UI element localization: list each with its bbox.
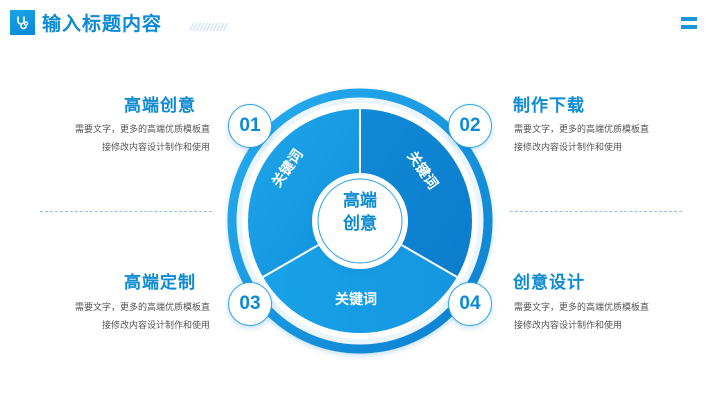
step-number-02: 02 bbox=[448, 104, 492, 148]
item-title-04: 创意设计 bbox=[513, 273, 585, 293]
item-title-01: 高端创意 bbox=[124, 96, 196, 116]
item-desc-01: 需要文字，更多的高端优质模板直 接修改内容设计制作和使用 bbox=[40, 121, 210, 157]
item-desc-04: 需要文字，更多的高端优质模板直 接修改内容设计制作和使用 bbox=[514, 299, 684, 335]
left-divider bbox=[40, 211, 212, 212]
center-label-line2: 创意 bbox=[343, 214, 377, 234]
right-divider bbox=[510, 211, 682, 212]
stethoscope-icon bbox=[16, 15, 28, 29]
item-desc-03-line2: 接修改内容设计制作和使用 bbox=[101, 321, 210, 331]
page-title: 输入标题内容 bbox=[42, 13, 163, 35]
item-desc-01-line2: 接修改内容设计制作和使用 bbox=[101, 143, 210, 153]
item-title-02: 制作下载 bbox=[513, 96, 585, 116]
step-number-03: 03 bbox=[228, 282, 272, 326]
step-number-04: 04 bbox=[448, 282, 492, 326]
item-desc-02: 需要文字，更多的高端优质模板直 接修改内容设计制作和使用 bbox=[514, 121, 684, 157]
item-title-03: 高端定制 bbox=[124, 273, 196, 293]
cycle-diagram bbox=[227, 88, 493, 354]
item-desc-03-line1: 需要文字，更多的高端优质模板直 bbox=[74, 303, 210, 313]
item-desc-04-line2: 接修改内容设计制作和使用 bbox=[514, 321, 623, 331]
item-desc-03: 需要文字，更多的高端优质模板直 接修改内容设计制作和使用 bbox=[40, 299, 210, 335]
header-icon-box bbox=[10, 10, 35, 35]
item-desc-04-line1: 需要文字，更多的高端优质模板直 bbox=[514, 303, 650, 313]
title-decoration: /////////// bbox=[190, 22, 228, 33]
center-label-line1: 高端 bbox=[343, 191, 377, 211]
segment-label-bottom: 关键词 bbox=[335, 292, 377, 308]
menu-icon[interactable] bbox=[681, 17, 697, 29]
item-desc-01-line1: 需要文字，更多的高端优质模板直 bbox=[74, 125, 210, 135]
item-desc-02-line1: 需要文字，更多的高端优质模板直 bbox=[514, 125, 650, 135]
step-number-01: 01 bbox=[228, 104, 272, 148]
center-label: 高端 创意 bbox=[336, 190, 384, 236]
item-desc-02-line2: 接修改内容设计制作和使用 bbox=[514, 143, 623, 153]
